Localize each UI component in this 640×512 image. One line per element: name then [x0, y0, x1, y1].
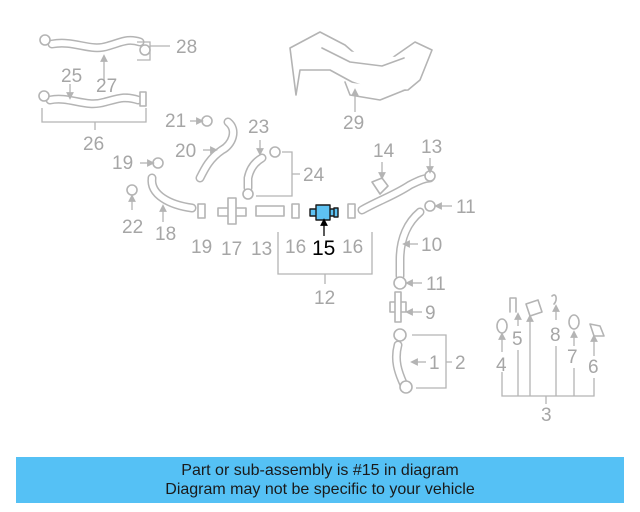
clamp-13[interactable]: [424, 170, 436, 182]
label-20: 20: [175, 141, 196, 162]
label-17: 17: [221, 239, 242, 260]
label-25: 25: [61, 66, 82, 87]
plug-7[interactable]: [568, 314, 580, 330]
clamp-19[interactable]: [152, 157, 164, 169]
hose-5[interactable]: [509, 297, 517, 313]
label-14: 14: [373, 141, 395, 162]
hose-20[interactable]: [195, 117, 238, 183]
label-24: 24: [303, 165, 325, 186]
label-4: 4: [496, 355, 507, 376]
label-1: 1: [429, 353, 440, 374]
hose-27[interactable]: [39, 34, 151, 56]
label-15: 15: [312, 237, 335, 260]
label-19a: 19: [112, 153, 133, 174]
pipe-13[interactable]: [255, 205, 285, 217]
label-9: 9: [425, 303, 436, 324]
clamp-22[interactable]: [126, 184, 138, 196]
label-11b: 11: [426, 274, 446, 295]
label-16b: 16: [342, 237, 363, 258]
label-27: 27: [96, 76, 117, 97]
label-5: 5: [512, 329, 523, 350]
sensor-5b[interactable]: [525, 299, 543, 317]
label-29: 29: [343, 113, 364, 134]
label-18: 18: [155, 224, 176, 245]
fitting-14[interactable]: [371, 177, 389, 195]
clamp-24b[interactable]: [242, 188, 254, 200]
label-19b: 19: [191, 237, 212, 258]
label-13b: 13: [421, 137, 442, 158]
label-11a: 11: [456, 197, 476, 218]
plug-16b[interactable]: [347, 203, 356, 219]
banner-line-1: Part or sub-assembly is #15 in diagram: [181, 462, 459, 479]
clamp-24a[interactable]: [269, 146, 281, 158]
clamp-2b[interactable]: [399, 380, 413, 394]
label-23: 23: [248, 117, 269, 138]
label-26: 26: [83, 134, 104, 155]
parts-diagram: 28 27 25 26 29 21 20 23 24 19 22 18 19 1…: [38, 31, 605, 426]
hose-10[interactable]: [395, 207, 425, 281]
label-10: 10: [421, 235, 442, 256]
joint-17[interactable]: [217, 197, 247, 225]
label-2: 2: [455, 353, 466, 374]
banner-line-2: Diagram may not be specific to your vehi…: [165, 481, 475, 498]
hose-25[interactable]: [38, 90, 147, 109]
support-29[interactable]: [289, 31, 433, 101]
label-7: 7: [567, 347, 578, 368]
clip-8[interactable]: [551, 294, 557, 305]
label-12: 12: [314, 288, 335, 309]
plug-4[interactable]: [496, 318, 508, 334]
hose-23[interactable]: [243, 153, 267, 193]
hose-18[interactable]: [147, 173, 197, 213]
label-16a: 16: [285, 237, 306, 258]
sensor-6[interactable]: [589, 323, 605, 337]
plug-16a[interactable]: [291, 203, 300, 219]
label-21: 21: [165, 111, 186, 132]
label-3: 3: [541, 405, 552, 426]
label-13a: 13: [251, 239, 272, 260]
label-6: 6: [588, 357, 599, 378]
part-15[interactable]: [309, 204, 339, 221]
label-22: 22: [122, 217, 143, 238]
joint-9[interactable]: [389, 291, 407, 323]
label-8: 8: [550, 325, 561, 346]
clamp-21[interactable]: [201, 115, 213, 127]
clamp-2a[interactable]: [393, 328, 407, 342]
plug-19[interactable]: [197, 203, 206, 219]
clamp-11a[interactable]: [424, 200, 436, 212]
info-banner: Part or sub-assembly is #15 in diagram D…: [16, 457, 624, 503]
clamp-11b[interactable]: [393, 276, 407, 290]
hose-1[interactable]: [391, 340, 409, 390]
label-28: 28: [176, 37, 197, 58]
